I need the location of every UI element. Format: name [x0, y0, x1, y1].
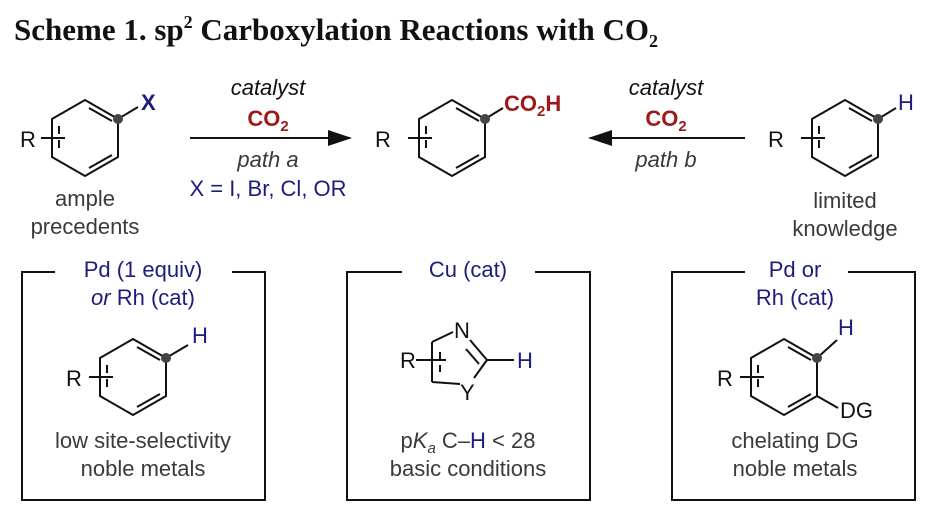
- svg-text:R: R: [717, 366, 733, 391]
- svg-text:R: R: [768, 127, 784, 152]
- svg-text:R: R: [375, 127, 391, 152]
- box-cu: Cu (cat) R N H Y pKa C–H < 28 basic cond…: [346, 257, 591, 501]
- caption-limited: limited: [813, 188, 877, 213]
- svg-text:N: N: [454, 318, 470, 343]
- svg-text:Rh (cat): Rh (cat): [756, 285, 834, 310]
- caption-precedents: precedents: [31, 214, 140, 239]
- aryl-halide-structure: R X: [20, 90, 156, 177]
- benzoic-acid-structure: R CO2H: [375, 91, 561, 177]
- svg-text:Y: Y: [460, 380, 475, 405]
- svg-text:H: H: [898, 90, 914, 115]
- arene-structure: R H: [768, 90, 914, 177]
- caption-ample: ample: [55, 186, 115, 211]
- catalyst-label-b: catalyst: [629, 75, 704, 100]
- svg-text:H: H: [517, 348, 533, 373]
- co2-label-b: CO2: [645, 106, 686, 135]
- svg-text:chelating DG: chelating DG: [731, 428, 858, 453]
- svg-text:basic conditions: basic conditions: [390, 456, 547, 481]
- svg-text:R: R: [20, 127, 36, 152]
- svg-text:Pd (1 equiv): Pd (1 equiv): [84, 257, 203, 282]
- x-definition: X = I, Br, Cl, OR: [189, 176, 346, 201]
- svg-text:CO2H: CO2H: [504, 91, 561, 120]
- svg-text:DG: DG: [840, 398, 873, 423]
- svg-text:X: X: [141, 90, 156, 115]
- svg-text:noble metals: noble metals: [733, 456, 858, 481]
- svg-text:or Rh (cat): or Rh (cat): [91, 285, 195, 310]
- svg-text:H: H: [192, 323, 208, 348]
- svg-text:H: H: [838, 315, 854, 340]
- svg-text:Cu (cat): Cu (cat): [429, 257, 507, 282]
- caption-knowledge: knowledge: [792, 216, 897, 241]
- svg-text:low site-selectivity: low site-selectivity: [55, 428, 231, 453]
- svg-text:R: R: [400, 348, 416, 373]
- box-pd-rh: Pd (1 equiv) or Rh (cat) R H low site-se…: [21, 257, 266, 501]
- catalyst-label-a: catalyst: [231, 75, 306, 100]
- path-b-label: path b: [634, 147, 696, 172]
- co2-label-a: CO2: [247, 106, 288, 135]
- svg-text:noble metals: noble metals: [81, 456, 206, 481]
- scheme-title: Scheme 1. sp2 Carboxylation Reactions wi…: [14, 12, 658, 51]
- path-a-label: path a: [236, 147, 298, 172]
- svg-text:Pd or: Pd or: [769, 257, 822, 282]
- svg-text:R: R: [66, 366, 82, 391]
- svg-text:pKa C–H < 28: pKa C–H < 28: [401, 428, 536, 457]
- box-dg: Pd or Rh (cat) R H DG chelating DG noble…: [671, 257, 916, 501]
